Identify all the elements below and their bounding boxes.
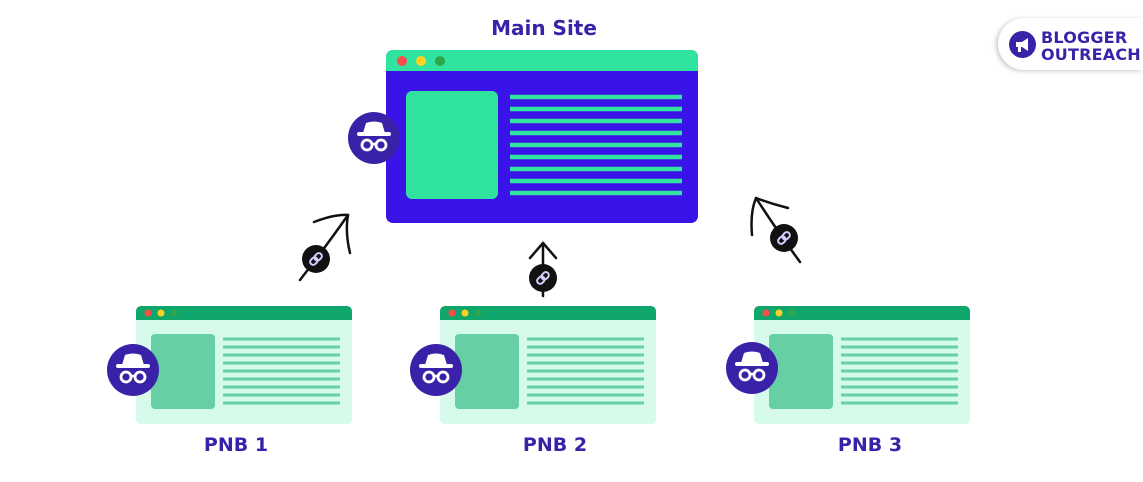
logo-text-line-2: OUTREACH xyxy=(1041,45,1141,64)
pnb-1-label: PNB 1 xyxy=(203,434,269,456)
incognito-icon xyxy=(105,342,161,398)
pnb-2-label: PNB 2 xyxy=(522,434,588,456)
incognito-icon xyxy=(408,342,464,398)
main-site-label: Main Site xyxy=(491,16,597,40)
pnb-3-label: PNB 3 xyxy=(837,434,903,456)
link-icon xyxy=(769,223,799,253)
blogger-outreach-logo: BLOGGER OUTREACH xyxy=(998,18,1143,70)
megaphone-icon xyxy=(1009,31,1036,58)
link-icon xyxy=(528,263,558,293)
incognito-icon xyxy=(346,110,402,166)
pnb-1-window xyxy=(136,306,352,424)
logo-text-line-1: BLOGGER xyxy=(1041,28,1128,47)
main-site-window xyxy=(386,50,698,223)
incognito-icon xyxy=(724,340,780,396)
arrow-icon xyxy=(298,213,352,282)
pnb-3-window xyxy=(754,306,970,424)
link-icon xyxy=(301,244,331,274)
pnb-2-window xyxy=(440,306,656,424)
